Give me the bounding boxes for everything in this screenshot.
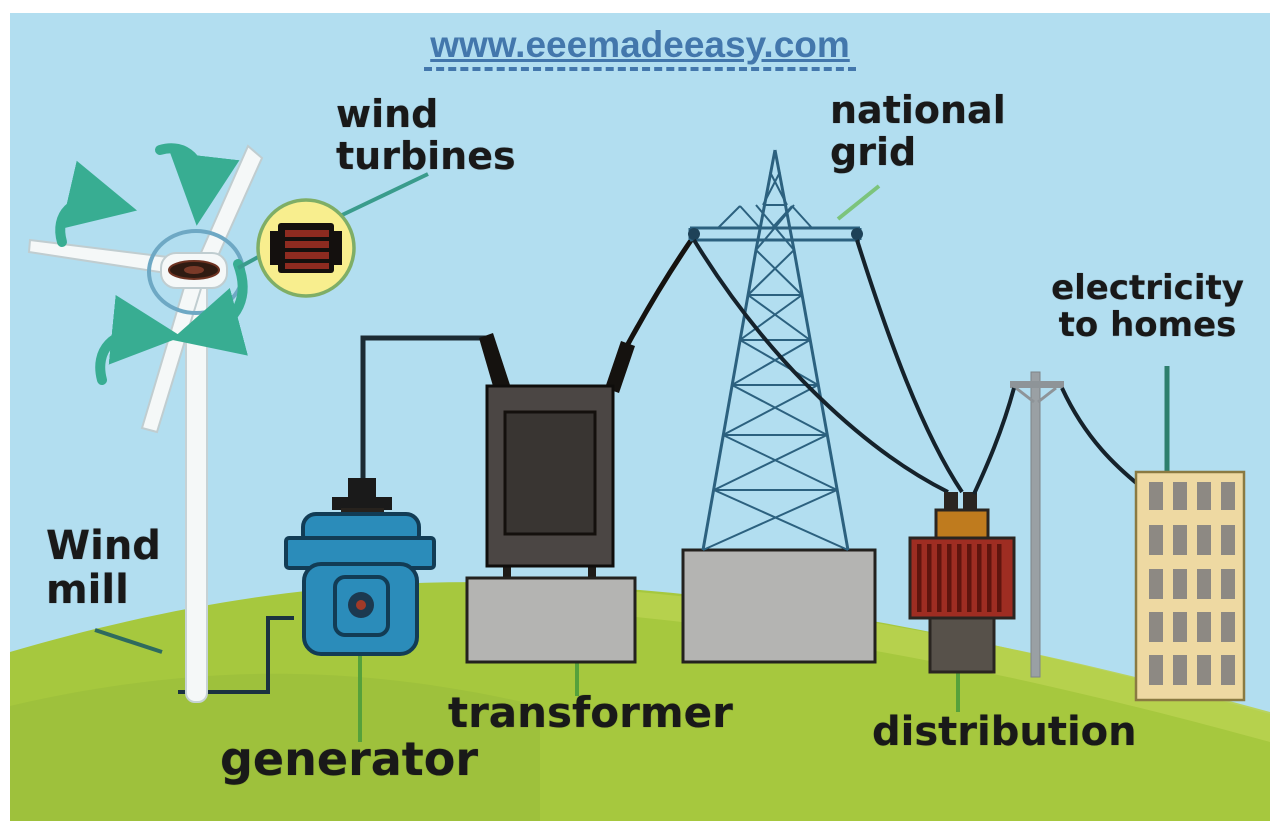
label-wind-turbines-line1: wind — [336, 92, 439, 136]
distribution-cap — [934, 508, 990, 542]
generator — [284, 478, 436, 742]
wire-transformer-to-pylon — [625, 234, 697, 346]
generator-port-dot — [356, 600, 366, 610]
windmill-tower — [185, 275, 208, 703]
leader-line-wind-mill — [94, 628, 163, 654]
label-distribution: distribution — [872, 709, 1137, 755]
label-national-grid-line2: grid — [830, 129, 917, 174]
label-electricity-to-homes-line1: electricity — [1051, 268, 1244, 308]
wire-windmill-to-generator — [178, 616, 294, 694]
transformer-panel — [503, 410, 597, 536]
utility-pole — [972, 371, 1142, 678]
wire-pole-to-distribution — [972, 387, 1016, 495]
nacelle-hub-core — [184, 266, 204, 274]
homes-building — [1134, 366, 1246, 702]
distribution-fins — [917, 544, 1002, 612]
leader-line-national-grid — [836, 184, 881, 221]
pylon-base — [681, 548, 877, 664]
wire-pole-to-building — [1060, 387, 1142, 488]
wind-swirl-arrow — [95, 295, 182, 385]
wind-swirl-arrow — [171, 259, 248, 356]
label-electricity-to-homes-line2: to homes — [1058, 305, 1237, 346]
windmill — [27, 144, 264, 703]
transformer-leg — [588, 564, 596, 580]
pylon-arm-braces — [717, 205, 813, 229]
generator-flange — [332, 497, 392, 510]
wire-pylon-right-to-distribution — [855, 239, 964, 494]
distribution-transformer — [908, 492, 1016, 712]
wind-turbines-callout — [237, 172, 429, 298]
wind-swirl-arrows — [55, 143, 248, 385]
label-wind-mill-line2: mill — [46, 567, 129, 613]
site-url-link[interactable]: www.eeemadeeasy.com — [424, 24, 856, 71]
turbine-icon — [270, 223, 342, 273]
building-windows — [1149, 482, 1235, 685]
hill-front-shade — [10, 673, 540, 821]
wire-pylon-left-to-distribution — [692, 238, 949, 494]
pole — [1030, 371, 1041, 678]
wire-generator-to-transformer — [360, 335, 486, 512]
pole-braces — [1015, 386, 1057, 404]
transformer-bushing-left — [479, 333, 511, 393]
transformer — [465, 333, 637, 696]
wind-swirl-arrow — [55, 160, 138, 247]
label-generator: generator — [220, 732, 479, 786]
label-national-grid-line1: national — [830, 88, 1006, 132]
callout-connector-line — [237, 254, 261, 270]
national-grid-pylon — [681, 149, 881, 664]
pylon-insulator-right — [851, 228, 863, 240]
generator-shaft — [348, 478, 376, 500]
label-transformer: transformer — [448, 688, 733, 737]
pylon-insulator-left — [688, 228, 700, 240]
label-wind-mill-line1: Wind — [46, 523, 161, 569]
pole-crossarm — [1010, 381, 1064, 388]
label-wind-turbines-line2: turbines — [336, 133, 516, 178]
leader-line-wind-turbines — [339, 172, 429, 218]
transformer-bushing-right — [605, 341, 635, 393]
transformer-leg — [503, 564, 511, 580]
label-wind-mill: Wind mill — [46, 524, 161, 612]
label-electricity-to-homes: electricity to homes — [1030, 268, 1265, 346]
wind-swirl-arrow — [155, 143, 240, 226]
header: www.eeemadeeasy.com — [0, 24, 1280, 71]
distribution-bottom — [928, 616, 996, 674]
label-wind-turbines: wind turbines — [336, 92, 516, 178]
label-national-grid: national grid — [830, 88, 1006, 174]
pylon-crossarm — [688, 226, 862, 242]
transformer-base — [465, 576, 637, 664]
